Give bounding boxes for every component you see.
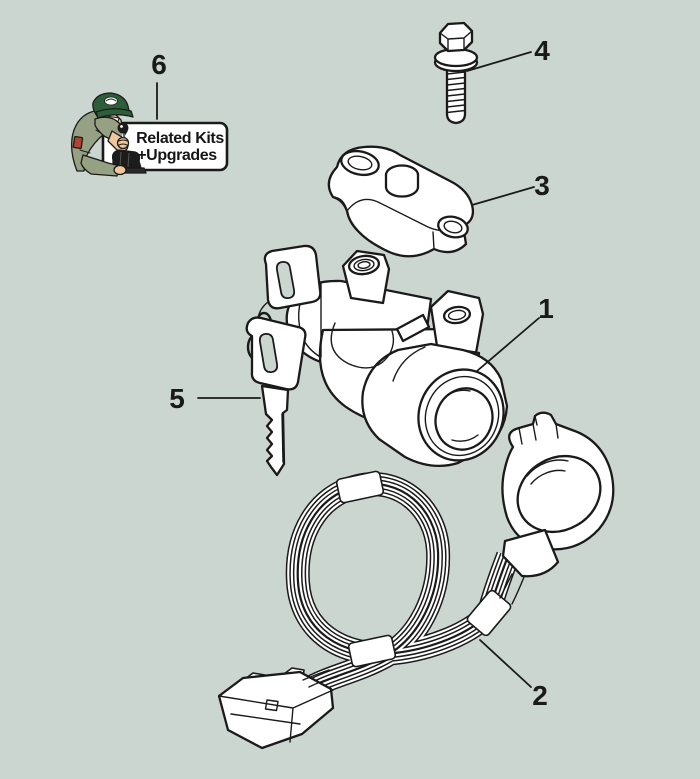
callout-label-4[interactable]: 4	[534, 35, 550, 66]
part-4-bolt-drawing	[433, 21, 479, 125]
harness-switch-body	[499, 411, 615, 605]
related-kits-badge[interactable]: Related Kits +Upgrades	[70, 92, 229, 177]
harness-wrap-cross	[347, 634, 397, 668]
leader-2	[479, 639, 532, 688]
part-1-lock-housing-drawing	[285, 249, 509, 468]
leader-3	[471, 186, 535, 206]
part-3-clamp-drawing	[327, 145, 475, 258]
callout-label-2[interactable]: 2	[532, 680, 548, 711]
harness-wrap-right	[466, 589, 512, 637]
callout-label-5[interactable]: 5	[169, 383, 185, 414]
leader-1	[476, 317, 540, 372]
mechanic-mascot-icon	[70, 92, 147, 177]
harness-wrap-top	[335, 470, 385, 504]
leader-4	[466, 51, 532, 72]
callout-label-3[interactable]: 3	[534, 170, 550, 201]
part-2-harness-drawing	[217, 411, 615, 750]
part-5-keys-drawing	[245, 244, 322, 477]
badge-line1[interactable]: Related Kits	[136, 130, 225, 147]
harness-connector	[217, 667, 338, 750]
callout-label-6[interactable]: 6	[151, 49, 167, 80]
badge-line2[interactable]: +Upgrades	[137, 147, 217, 164]
harness-cable	[285, 472, 520, 701]
callout-leader-lines	[156, 51, 540, 688]
callout-label-1[interactable]: 1	[538, 293, 554, 324]
